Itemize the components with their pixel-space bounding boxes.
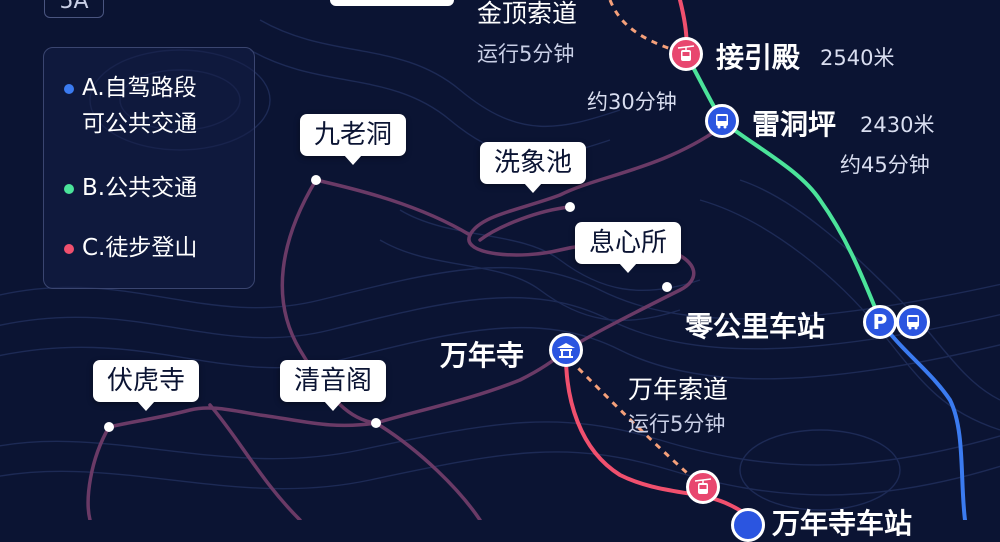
cropped-top-label <box>330 0 454 6</box>
bus-icon[interactable] <box>896 305 930 339</box>
place-pin-fuhusi[interactable]: 伏虎寺 <box>92 360 200 411</box>
wannian-station-name: 万年寺车站 <box>772 507 913 540</box>
cableway-lines <box>568 0 704 489</box>
cable-car-icon[interactable] <box>686 470 720 504</box>
place-pin-jiulaodong[interactable]: 九老洞 <box>299 114 407 165</box>
legend-dot-green <box>64 183 74 194</box>
place-dot <box>565 202 575 212</box>
place-dot <box>662 282 672 292</box>
time-to-leidongping: 约45分钟 <box>840 153 930 177</box>
legend-item-self-drive: A.自驾路段 <box>64 70 197 106</box>
legend-dot-blue <box>64 83 74 94</box>
wannian-cableway-note: 运行5分钟 <box>628 412 726 436</box>
legend-dot-red <box>64 243 74 254</box>
transit-route <box>684 52 882 322</box>
jieyindian-name: 接引殿 <box>716 41 801 74</box>
wannian-cableway-name: 万年索道 <box>628 375 729 404</box>
place-dot <box>371 418 381 428</box>
bus-icon[interactable] <box>705 104 739 138</box>
parking-icon[interactable]: P <box>863 305 897 339</box>
leidongping-name: 雷洞坪 <box>752 108 837 141</box>
legend-label: A.自驾路段 <box>82 75 197 101</box>
cable-car-icon[interactable] <box>669 37 703 71</box>
place-dot <box>311 175 321 185</box>
jinding-cableway-note: 运行5分钟 <box>477 42 575 66</box>
legend-item-hiking: C.徒步登山 <box>64 230 197 266</box>
legend-item-self-drive-sub: 可公共交通 <box>82 111 197 137</box>
route-legend: A.自驾路段 可公共交通 B.公共交通 C.徒步登山 <box>43 47 255 289</box>
footpaths <box>86 126 722 520</box>
scenic-rating-badge: 5A <box>44 0 104 18</box>
leidongping-elevation: 2430米 <box>860 113 935 137</box>
bus-icon[interactable] <box>731 508 765 542</box>
place-pin-xixiangchi[interactable]: 洗象池 <box>479 142 587 193</box>
self-drive-route <box>878 318 967 520</box>
time-to-jieyindian: 约30分钟 <box>587 90 677 114</box>
legend-label: C.徒步登山 <box>82 235 198 261</box>
place-dot <box>104 422 114 432</box>
jieyindian-elevation: 2540米 <box>820 46 895 70</box>
wanniansi-name: 万年寺 <box>440 339 525 372</box>
linggongli-name: 零公里车站 <box>685 310 826 343</box>
temple-icon[interactable] <box>549 333 583 367</box>
legend-label: B.公共交通 <box>82 175 198 201</box>
place-pin-qingyinge[interactable]: 清音阁 <box>279 360 387 411</box>
jinding-cableway-name: 金顶索道 <box>477 0 578 28</box>
legend-item-public-transit: B.公共交通 <box>64 170 197 206</box>
place-pin-xixinsuo[interactable]: 息心所 <box>574 222 682 273</box>
